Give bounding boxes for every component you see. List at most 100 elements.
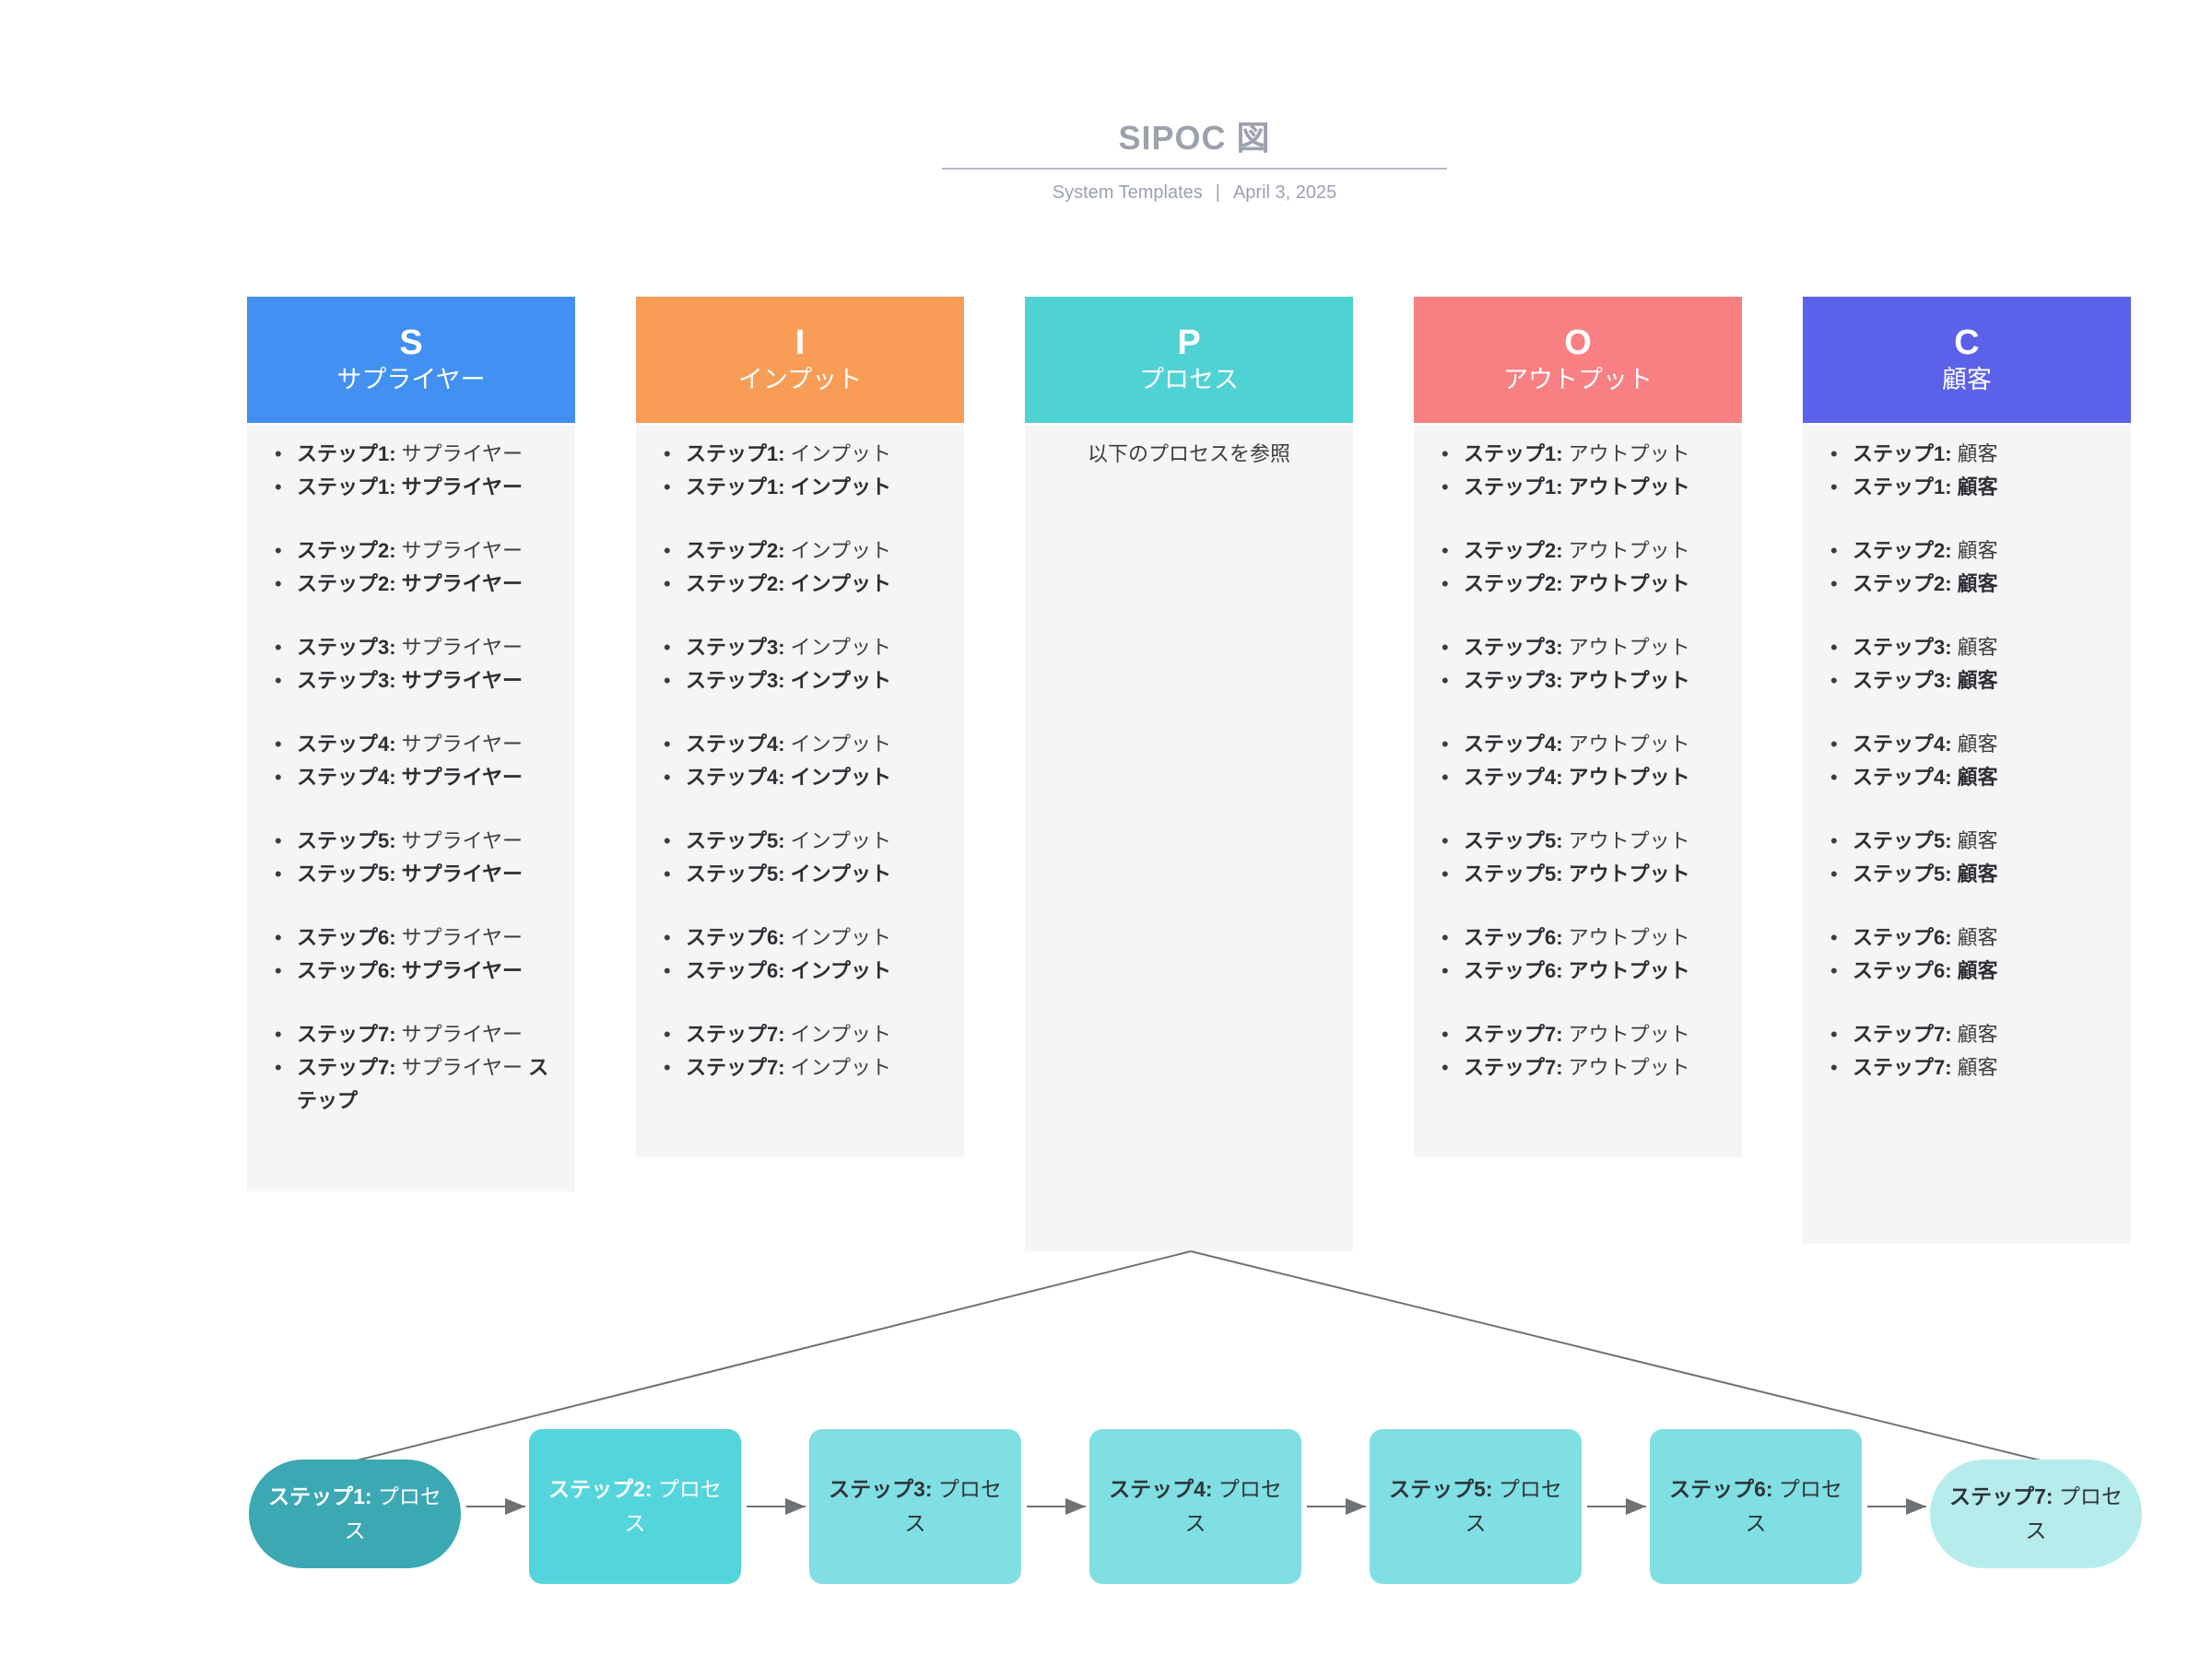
step-group: •ステップ7: インプット•ステップ7: インプット <box>664 1018 942 1085</box>
column-letter: C <box>1954 322 1980 362</box>
list-item-text: ステップ7: インプット <box>686 1056 892 1079</box>
step-group: • ステップ5: インプット • ステップ5: インプット <box>664 825 942 891</box>
list-item: •ステップ6: インプット <box>664 921 942 955</box>
list-item: •ステップ2: 顧客 <box>1830 568 2109 601</box>
bullet-icon: • <box>275 475 282 498</box>
process-step-box[interactable]: ステップ6: プロセス <box>1650 1429 1862 1584</box>
bullet-icon: • <box>275 926 282 949</box>
process-step-box[interactable]: ステップ7: プロセス <box>1930 1460 2142 1568</box>
list-item: •ステップ5: サプライヤー <box>275 858 553 891</box>
column-letter: I <box>794 322 806 362</box>
list-item: •ステップ1: アウトプット <box>1441 471 1720 504</box>
bullet-icon: • <box>1441 539 1449 562</box>
list-item: •ステップ2: サプライヤー <box>275 568 553 601</box>
list-item: •ステップ5: 顧客 <box>1830 858 2109 891</box>
list-item-text: ステップ3: アウトプット <box>1464 636 1690 659</box>
bullet-icon: • <box>1441 636 1449 659</box>
bullet-icon: • <box>1830 1023 1838 1046</box>
column-list-suppliers[interactable]: •ステップ1: サプライヤー•ステップ1: サプライヤー•ステップ2: サプライ… <box>247 425 575 1191</box>
column-title: サプライヤー <box>336 365 486 393</box>
list-item-text: ステップ3: アウトプット <box>1464 669 1690 692</box>
title-block: SIPOC 図 System Templates | April 3, 2025 <box>942 118 1447 205</box>
column-list-customers[interactable]: •ステップ1: 顧客•ステップ1: 顧客•ステップ2: 顧客•ステップ2: 顧客… <box>1803 425 2131 1244</box>
column-header-suppliers[interactable]: S サプライヤー <box>247 297 575 423</box>
list-item-text: ステップ7: インプット <box>686 1023 892 1046</box>
list-item-text: ステップ1: サプライヤー <box>297 475 524 498</box>
list-item-text: ステップ5: インプット <box>686 862 892 885</box>
process-step-box[interactable]: ステップ5: プロセス <box>1370 1429 1582 1584</box>
list-item: •ステップ6: 顧客 <box>1830 955 2109 988</box>
process-step-box[interactable]: ステップ1: プロセス <box>249 1460 461 1568</box>
list-item: • ステップ1: 顧客 <box>1830 471 2109 504</box>
process-step-box[interactable]: ステップ3: プロセス <box>809 1429 1021 1584</box>
list-item-text: ステップ7: サプライヤー <box>297 1023 524 1046</box>
list-item: •ステップ4: アウトプット <box>1441 728 1720 761</box>
list-item-text: ステップ2: サプライヤー <box>297 539 524 562</box>
bullet-icon: • <box>275 669 282 692</box>
list-item-text: ステップ3: インプット <box>686 669 892 692</box>
bullet-icon: • <box>664 862 671 885</box>
list-item: • ステップ3: 顧客 <box>1830 664 2109 698</box>
column-header-outputs[interactable]: O アウトプット <box>1414 297 1742 423</box>
subtitle-author: System Templates <box>1052 182 1203 203</box>
list-item-text: ステップ4: アウトプット <box>1464 766 1690 789</box>
list-item: •ステップ4: インプット <box>664 728 942 761</box>
column-list-inputs[interactable]: •ステップ1: インプット•ステップ1: インプット•ステップ2: インプット•… <box>636 425 964 1157</box>
process-step-text: ステップ2: プロセス <box>548 1477 722 1535</box>
list-item-text: ステップ3: インプット <box>686 636 892 659</box>
bullet-icon: • <box>1830 572 1838 595</box>
step-group: •ステップ6: インプット•ステップ6: インプット <box>664 921 942 988</box>
step-group: •ステップ1: サプライヤー•ステップ1: サプライヤー <box>275 438 553 504</box>
step-group: •ステップ4: インプット•ステップ4: インプット <box>664 728 942 794</box>
list-item-text: ステップ5: インプット <box>686 829 892 852</box>
column-letter: O <box>1564 322 1592 362</box>
list-item: •ステップ3: 顧客 <box>1830 631 2109 664</box>
bullet-icon: • <box>1441 766 1449 789</box>
list-item: •ステップ6: 顧客 <box>1830 921 2109 955</box>
step-group: •ステップ4: サプライヤー•ステップ4: サプライヤー <box>275 728 553 794</box>
column-header-customers[interactable]: C 顧客 <box>1803 297 2131 423</box>
subtitle-date: April 3, 2025 <box>1232 182 1337 203</box>
bullet-icon: • <box>1441 1056 1449 1079</box>
column-header-inputs[interactable]: I インプット <box>636 297 964 423</box>
column-header-process[interactable]: P プロセス <box>1025 297 1353 423</box>
list-item-text: ステップ2: インプット <box>686 539 892 562</box>
step-group: •ステップ6: アウトプット•ステップ6: アウトプット <box>1441 921 1720 988</box>
list-item: • ステップ5: インプット <box>664 825 942 858</box>
list-item-text: ステップ5: 顧客 <box>1853 829 1998 852</box>
bullet-icon: • <box>275 829 282 852</box>
bullet-icon: • <box>1830 766 1838 789</box>
bullet-icon: • <box>664 669 671 692</box>
list-item-text: ステップ1: インプット <box>686 475 892 498</box>
bullet-icon: • <box>664 926 671 949</box>
step-group: •ステップ5: アウトプット•ステップ5: アウトプット <box>1441 825 1720 891</box>
list-item: • ステップ4: 顧客 <box>1830 761 2109 794</box>
bullet-icon: • <box>275 442 282 465</box>
list-item: •ステップ7: 顧客 <box>1830 1018 2109 1051</box>
column-list-outputs[interactable]: •ステップ1: アウトプット•ステップ1: アウトプット•ステップ2: アウトプ… <box>1414 425 1742 1157</box>
list-item-text: ステップ5: アウトプット <box>1464 829 1690 852</box>
bullet-icon: • <box>1830 475 1838 498</box>
bullet-icon: • <box>1441 442 1449 465</box>
list-item: • ステップ3: インプット <box>664 664 942 698</box>
bullet-icon: • <box>1830 539 1838 562</box>
list-item-text: ステップ1: アウトプット <box>1464 442 1690 465</box>
list-item-text: ステップ1: 顧客 <box>1853 475 1998 498</box>
column-list-process[interactable]: 以下のプロセスを参照 <box>1025 425 1353 1251</box>
list-item-text: ステップ4: 顧客 <box>1853 766 1998 789</box>
bullet-icon: • <box>664 829 671 852</box>
bullet-icon: • <box>1830 669 1838 692</box>
list-item: • ステップ3: アウトプット <box>1441 631 1720 664</box>
list-item: •ステップ7: インプット <box>664 1018 942 1051</box>
list-item: • ステップ1: 顧客 <box>1830 438 2109 471</box>
process-step-box[interactable]: ステップ4: プロセス <box>1089 1429 1301 1584</box>
list-item-text: ステップ1: 顧客 <box>1853 442 1998 465</box>
subtitle-separator: | <box>1215 182 1220 203</box>
column-title: インプット <box>737 365 863 393</box>
process-step-box[interactable]: ステップ2: プロセス <box>529 1429 741 1584</box>
list-item-text: ステップ3: サプライヤー <box>297 669 524 692</box>
bullet-icon: • <box>1830 442 1838 465</box>
bullet-icon: • <box>1830 959 1838 982</box>
list-item-text: ステップ3: 顧客 <box>1853 669 1998 692</box>
list-item-text: ステップ2: 顧客 <box>1853 539 1998 562</box>
